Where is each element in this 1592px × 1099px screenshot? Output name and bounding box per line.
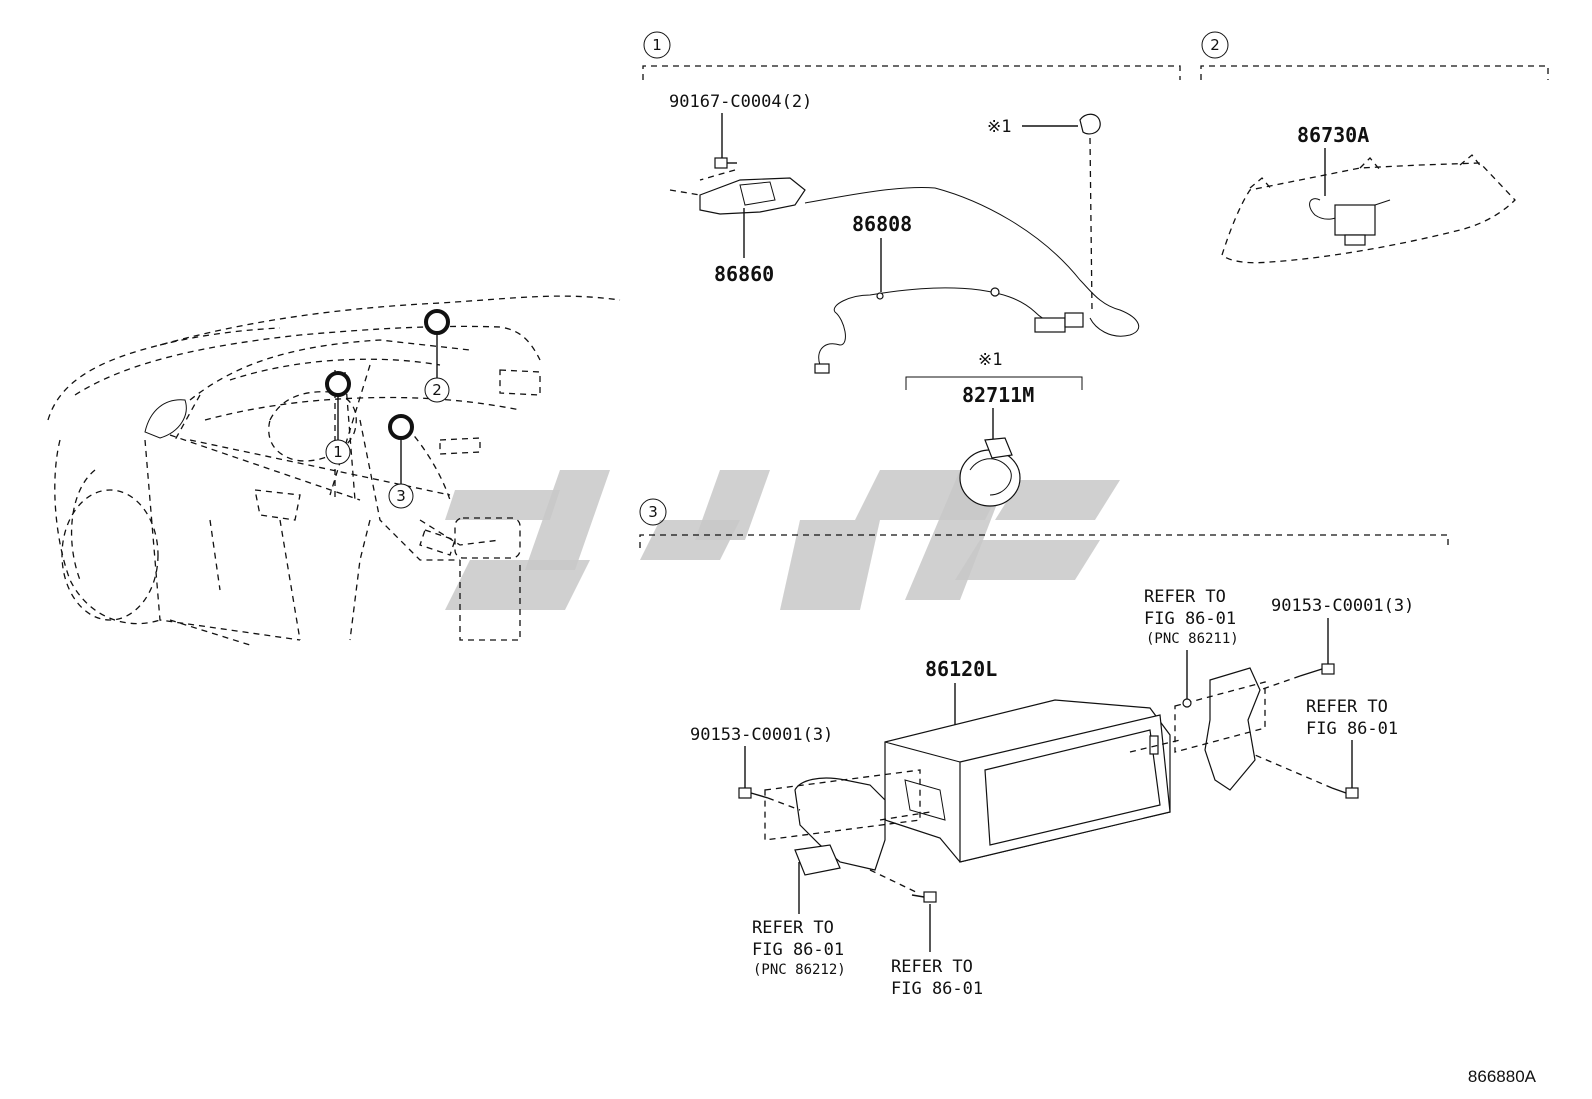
group-2-number: 2: [1210, 36, 1220, 54]
locator-callout-2-number: 2: [432, 381, 442, 399]
ref-lower-mid-line2: FIG 86-01: [891, 979, 983, 999]
bolt-right-lower-icon: [1331, 787, 1359, 799]
watermark-logo: [445, 470, 1120, 610]
locator-callout-3: 3: [388, 414, 414, 509]
ref-86211-line3: (PNC 86211): [1146, 631, 1239, 647]
label-86730A: 86730A: [1297, 123, 1369, 147]
ref-lower-mid-line1: REFER TO: [891, 957, 973, 977]
label-note-1-bottom: ※1: [978, 350, 1002, 370]
label-82711M: 82711M: [962, 383, 1034, 407]
locator-callout-1-number: 1: [333, 443, 343, 461]
ref-86211-pointer: [1182, 698, 1192, 708]
ref-86212-line3: (PNC 86212): [753, 962, 846, 978]
label-90153-left: 90153-C0001(3): [690, 725, 833, 745]
ref-86212-line1: REFER TO: [752, 918, 834, 938]
locator-callout-1: 1: [325, 371, 351, 465]
ref-86211-line2: FIG 86-01: [1144, 609, 1236, 629]
label-86120L: 86120L: [925, 657, 997, 681]
label-note-1-top: ※1: [987, 117, 1011, 137]
wire-harness-86808-icon: [814, 287, 1084, 374]
locator-callout-3-number: 3: [396, 487, 406, 505]
dash-panel-86730A-icon: [1221, 154, 1516, 264]
group-2-parts: 86730A: [1221, 123, 1516, 264]
group-3-parts: 86120L REFER TO FIG 86-01 (PNC 86211): [690, 587, 1414, 999]
diagram-id: 866880A: [1468, 1067, 1537, 1086]
group-3-bracket: 3: [639, 498, 1449, 548]
group-2-bracket: 2: [1200, 31, 1549, 80]
car-interior-locator: 1 2 3: [47, 295, 621, 646]
ref-86212-line2: FIG 86-01: [752, 940, 844, 960]
group-3-number: 3: [648, 503, 658, 521]
ref-right-line2: FIG 86-01: [1306, 719, 1398, 739]
label-86860: 86860: [714, 262, 774, 286]
ref-86211-line1: REFER TO: [1144, 587, 1226, 607]
bracket-86860-icon: [669, 169, 806, 215]
label-90153-right: 90153-C0001(3): [1271, 596, 1414, 616]
group-1-bracket: 1: [642, 31, 1181, 80]
bolt-90153-right-icon: [1299, 663, 1335, 677]
label-86808: 86808: [852, 212, 912, 236]
clip-top-icon: [1079, 113, 1101, 135]
locator-callout-2: 2: [424, 309, 450, 403]
display-unit-86120L-icon: [884, 699, 1171, 863]
group-1-number: 1: [652, 36, 662, 54]
right-bracket-icon: [1174, 667, 1266, 791]
left-bracket-icon: [764, 769, 921, 876]
clip-82711M-icon: [959, 437, 1021, 507]
bolt-lower-middle-icon: [911, 891, 937, 903]
bolt-90153-left-icon: [738, 787, 769, 799]
ref-right-line1: REFER TO: [1306, 697, 1388, 717]
bolt-90167-icon: [714, 157, 737, 169]
label-90167-C0004: 90167-C0004(2): [669, 92, 812, 112]
group-1-parts: 90167-C0004(2) 86860 86808 ※1: [669, 92, 1140, 507]
